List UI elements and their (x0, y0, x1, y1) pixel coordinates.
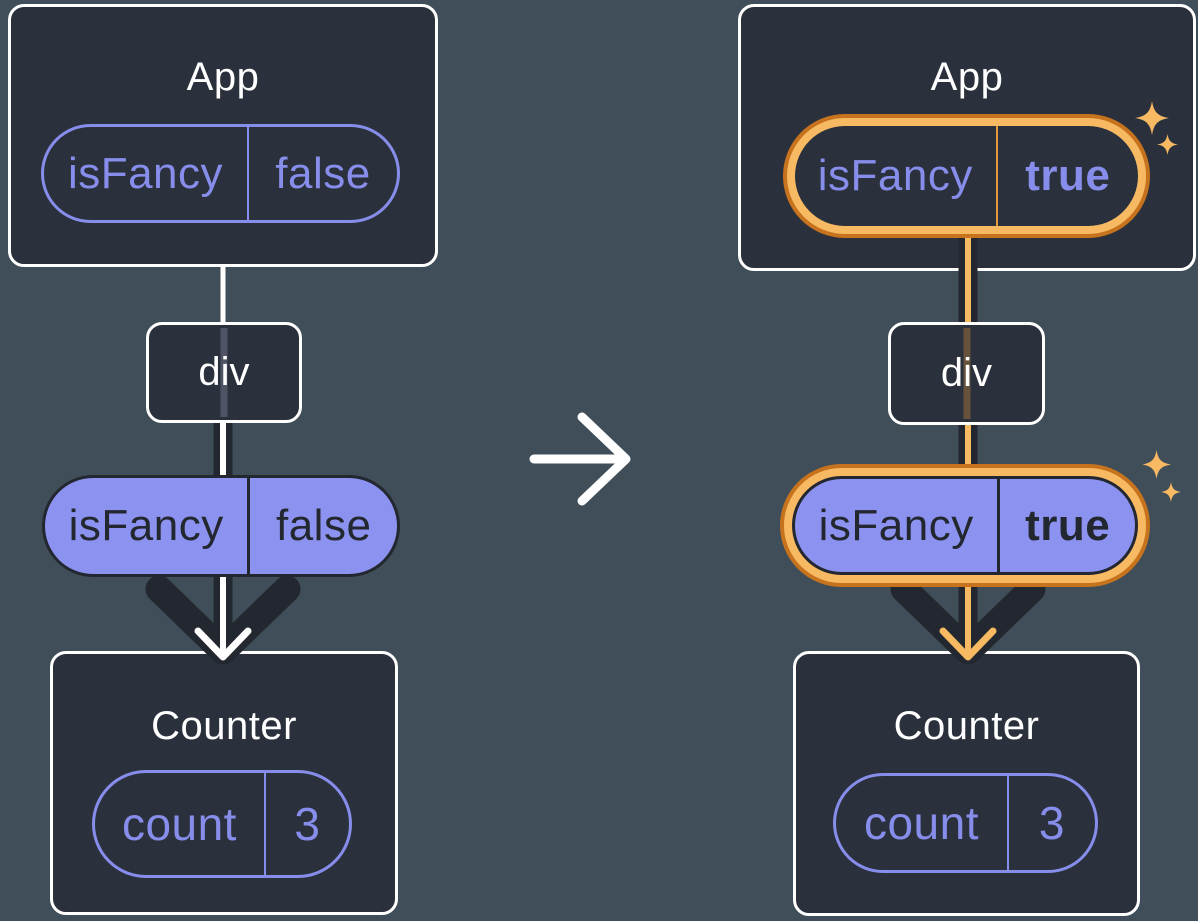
app-title: App (186, 55, 260, 99)
state-name: count (863, 797, 979, 849)
div-label: div (198, 350, 250, 394)
prop-pill-after-highlight: isFancy true (780, 464, 1150, 587)
sparkle-icon (1142, 450, 1171, 479)
state-value: true (995, 126, 1138, 226)
state-value: 3 (263, 773, 349, 875)
prop-value: true (997, 479, 1135, 572)
app-title: App (930, 55, 1004, 99)
sparkle-icon (1157, 134, 1178, 155)
app-state-pill-after-highlight: isFancy true (783, 114, 1150, 238)
app-state-pill-before: isFancy false (41, 124, 400, 223)
prop-name: isFancy (818, 500, 974, 550)
sparkle-icon (1161, 482, 1181, 502)
counter-state-pill-after: count 3 (833, 773, 1098, 873)
state-value: false (246, 127, 397, 220)
div-node-after: div (888, 322, 1045, 425)
state-name: count (121, 798, 237, 850)
counter-title: Counter (151, 704, 297, 748)
counter-state-pill-before: count 3 (92, 770, 352, 878)
app-state-pill-after: isFancy true (795, 126, 1138, 226)
counter-title: Counter (893, 704, 1040, 748)
transition-arrow-icon (529, 412, 631, 506)
prop-passthrough-line (963, 328, 970, 419)
prop-passthrough-line (220, 328, 228, 417)
prop-name: isFancy (68, 501, 224, 550)
state-name: isFancy (67, 148, 224, 198)
state-name: isFancy (817, 151, 973, 200)
state-value: 3 (1006, 776, 1095, 870)
prop-pill-after: isFancy true (792, 476, 1138, 575)
prop-value: false (247, 478, 397, 574)
div-node-before: div (146, 322, 302, 423)
sparkle-icon (1135, 101, 1169, 135)
right-connector (890, 234, 1046, 665)
prop-pill-before: isFancy false (42, 475, 400, 577)
div-label: div (940, 351, 993, 395)
